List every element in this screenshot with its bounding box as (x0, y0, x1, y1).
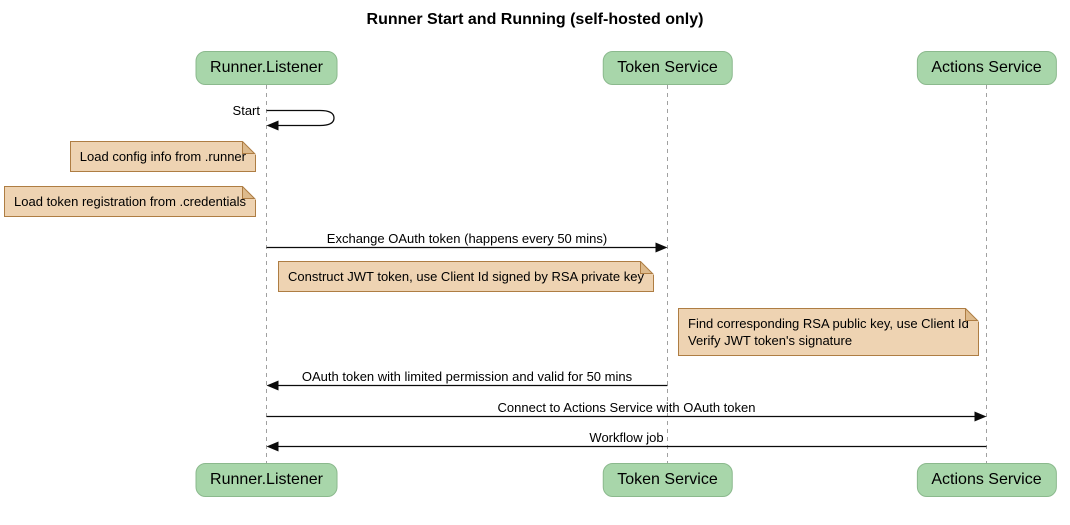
note-load-credentials-text: Load token registration from .credential… (14, 194, 246, 209)
note-construct-jwt: Construct JWT token, use Client Id signe… (278, 261, 654, 292)
note-construct-jwt-text: Construct JWT token, use Client Id signe… (288, 269, 644, 284)
note-fold-icon (964, 308, 979, 322)
note-load-config-text: Load config info from .runner (79, 149, 246, 164)
note-verify-jwt-line2: Verify JWT token's signature (688, 333, 853, 348)
message-label-connect-actions: Connect to Actions Service with OAuth to… (497, 400, 756, 415)
note-verify-jwt-line1: Find corresponding RSA public key, use C… (688, 316, 969, 331)
participant-token-service-top: Token Service (602, 51, 733, 85)
participant-actions-service-bottom: Actions Service (916, 463, 1057, 497)
self-arrow-start-arrowhead (266, 120, 279, 131)
message-label-exchange-oauth: Exchange OAuth token (happens every 50 m… (326, 231, 608, 246)
arrow-oauth-return-arrowhead (266, 380, 279, 391)
note-fold-icon (242, 186, 256, 200)
participant-runner-listener-bottom: Runner.Listener (195, 463, 338, 497)
arrow-connect-actions-arrowhead (974, 411, 987, 422)
note-load-credentials: Load token registration from .credential… (4, 186, 256, 217)
arrow-exchange-oauth-arrowhead (655, 242, 668, 253)
participant-token-service-bottom: Token Service (602, 463, 733, 497)
message-label-workflow-job: Workflow job (589, 430, 664, 445)
note-fold-icon (242, 141, 256, 155)
diagram-title: Runner Start and Running (self-hosted on… (366, 11, 704, 28)
note-verify-jwt: Find corresponding RSA public key, use C… (678, 308, 979, 356)
message-label-oauth-return: OAuth token with limited permission and … (301, 369, 633, 384)
participant-actions-service-top: Actions Service (916, 51, 1057, 85)
note-fold-icon (639, 261, 654, 275)
message-label-start: Start (232, 103, 260, 118)
note-load-config: Load config info from .runner (69, 141, 256, 172)
self-arrow-start (266, 109, 335, 127)
participant-runner-listener-top: Runner.Listener (195, 51, 338, 85)
arrow-workflow-job-arrowhead (266, 441, 279, 452)
